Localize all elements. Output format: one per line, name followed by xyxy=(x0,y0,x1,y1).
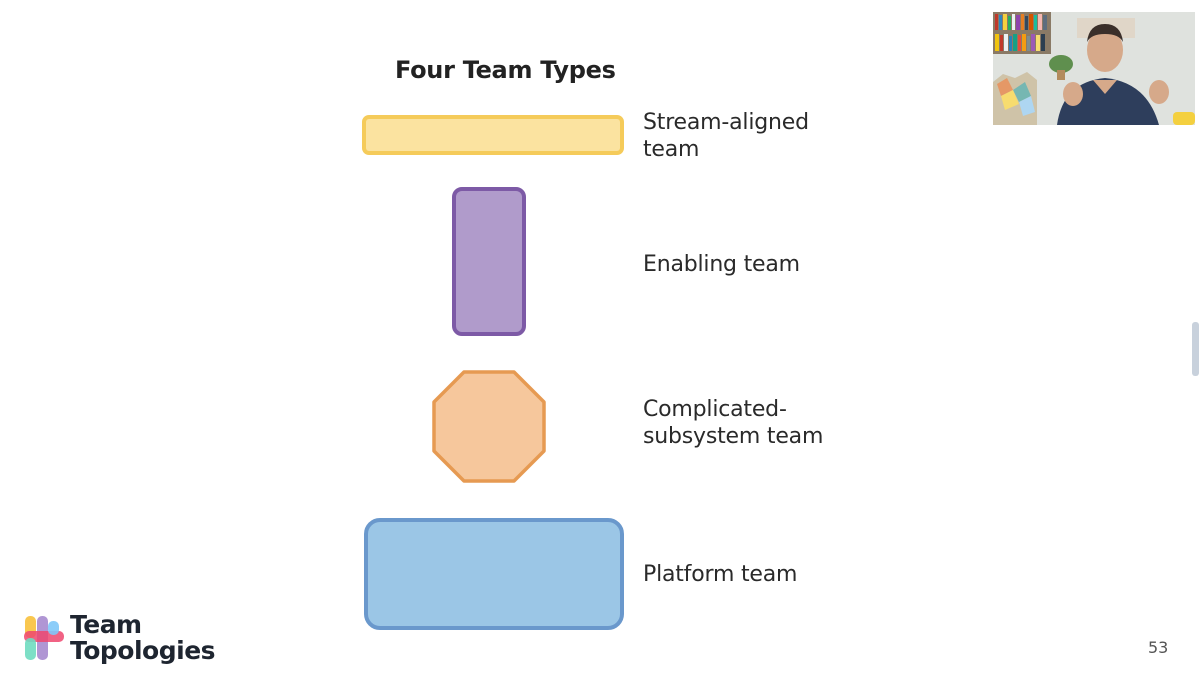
complicated-label-line1: Complicated- xyxy=(643,397,787,422)
stream-aligned-team-shape xyxy=(362,115,624,155)
complicated-subsystem-team-shape xyxy=(432,370,546,483)
enabling-team-shape xyxy=(452,187,526,336)
presenter-video-icon xyxy=(993,12,1195,125)
scrollbar-thumb[interactable] xyxy=(1192,322,1199,376)
presenter-video-feed[interactable] xyxy=(993,12,1195,125)
team-topologies-logo-icon xyxy=(24,616,64,660)
logo-line2: Topologies xyxy=(70,636,216,665)
platform-label-line1: Platform team xyxy=(643,562,798,587)
platform-team-label: Platform team xyxy=(643,561,797,588)
team-topologies-logo-text: Team Topologies xyxy=(70,610,216,665)
slide-page-number: 53 xyxy=(1148,638,1169,657)
logo-line1: Team xyxy=(70,610,142,639)
stream-aligned-team-label: Stream-aligned team xyxy=(643,109,809,163)
enabling-label-line1: Enabling team xyxy=(643,252,800,277)
stream-aligned-label-line2: team xyxy=(643,137,700,162)
slide-title: Four Team Types xyxy=(395,56,616,84)
stream-aligned-label-line1: Stream-aligned xyxy=(643,110,809,135)
enabling-team-label: Enabling team xyxy=(643,251,800,278)
complicated-label-line2: subsystem team xyxy=(643,424,824,449)
complicated-subsystem-team-label: Complicated- subsystem team xyxy=(643,396,823,450)
platform-team-shape xyxy=(364,518,624,630)
